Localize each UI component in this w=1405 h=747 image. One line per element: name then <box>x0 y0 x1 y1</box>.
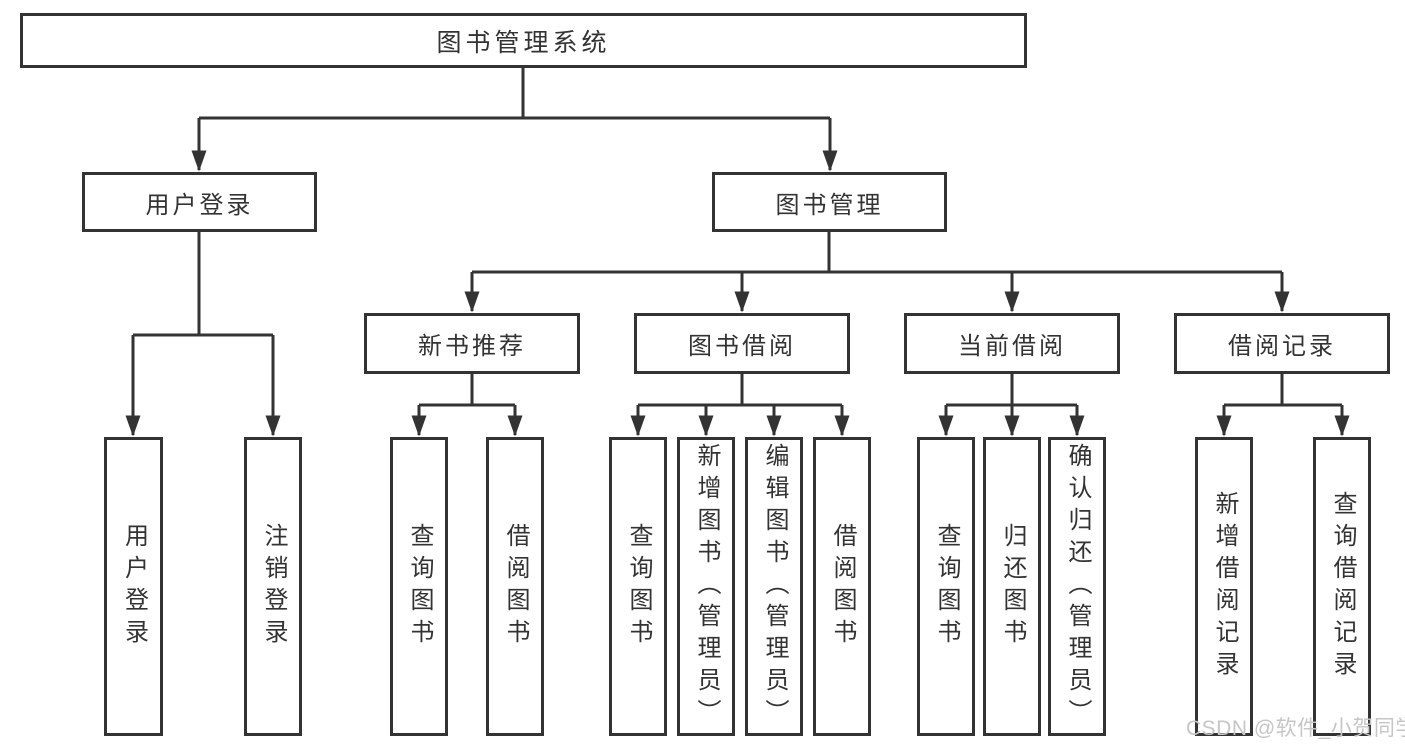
leaf-user-login-label: 用户登录 <box>120 522 148 651</box>
node-user-login: 用户登录 <box>82 172 317 232</box>
leaf-query-books-current: 查询图书 <box>917 437 975 736</box>
leaf-query-books-borrow-label: 查询图书 <box>625 522 652 651</box>
node-book-management-label: 图书管理 <box>775 191 884 219</box>
leaf-return-book-label: 归还图书 <box>999 522 1026 651</box>
leaf-user-login: 用户登录 <box>104 437 163 736</box>
node-new-book-recommend-label: 新书推荐 <box>418 333 526 360</box>
arrow-lines <box>125 118 1350 437</box>
node-root-label: 图书管理系统 <box>436 28 611 57</box>
leaf-query-borrow-record-label: 查询借阅记录 <box>1329 490 1356 683</box>
csdn-watermark: CSDN @软件_小贺同学 <box>1186 717 1405 740</box>
leaf-borrow-books-borrow-label: 借阅图书 <box>829 522 856 651</box>
leaf-confirm-return-admin-label: 确认归还（管理员） <box>1064 442 1091 731</box>
leaf-return-book: 归还图书 <box>983 437 1041 736</box>
node-book-borrow-label: 图书借阅 <box>688 333 796 360</box>
leaf-confirm-return-admin: 确认归还（管理员） <box>1048 437 1106 736</box>
leaf-add-book-admin-label: 新增图书（管理员） <box>693 442 720 731</box>
leaf-query-books-borrow: 查询图书 <box>609 437 667 736</box>
leaf-borrow-books-recommend: 借阅图书 <box>486 437 544 736</box>
node-current-borrow: 当前借阅 <box>904 313 1120 374</box>
connector-lines <box>133 68 1342 407</box>
leaf-logout: 注销登录 <box>244 437 302 736</box>
leaf-logout-label: 注销登录 <box>260 522 287 651</box>
node-user-login-label: 用户登录 <box>145 191 254 219</box>
leaf-query-books-recommend: 查询图书 <box>390 437 448 736</box>
leaf-query-books-current-label: 查询图书 <box>933 522 960 651</box>
leaf-query-borrow-record: 查询借阅记录 <box>1313 437 1371 736</box>
leaf-borrow-books-recommend-label: 借阅图书 <box>502 522 529 651</box>
node-root: 图书管理系统 <box>20 13 1027 68</box>
leaf-edit-book-admin-label: 编辑图书（管理员） <box>761 442 788 731</box>
leaf-add-book-admin: 新增图书（管理员） <box>677 437 735 736</box>
leaf-edit-book-admin: 编辑图书（管理员） <box>745 437 803 736</box>
node-current-borrow-label: 当前借阅 <box>958 333 1066 360</box>
leaf-borrow-books-borrow: 借阅图书 <box>813 437 871 736</box>
node-new-book-recommend: 新书推荐 <box>364 313 580 374</box>
node-book-borrow: 图书借阅 <box>634 313 850 374</box>
node-borrow-records-label: 借阅记录 <box>1228 333 1336 360</box>
node-book-management: 图书管理 <box>712 172 947 232</box>
leaf-add-borrow-record: 新增借阅记录 <box>1195 437 1253 736</box>
node-borrow-records: 借阅记录 <box>1174 313 1390 374</box>
leaf-add-borrow-record-label: 新增借阅记录 <box>1211 490 1238 683</box>
leaf-query-books-recommend-label: 查询图书 <box>406 522 433 651</box>
